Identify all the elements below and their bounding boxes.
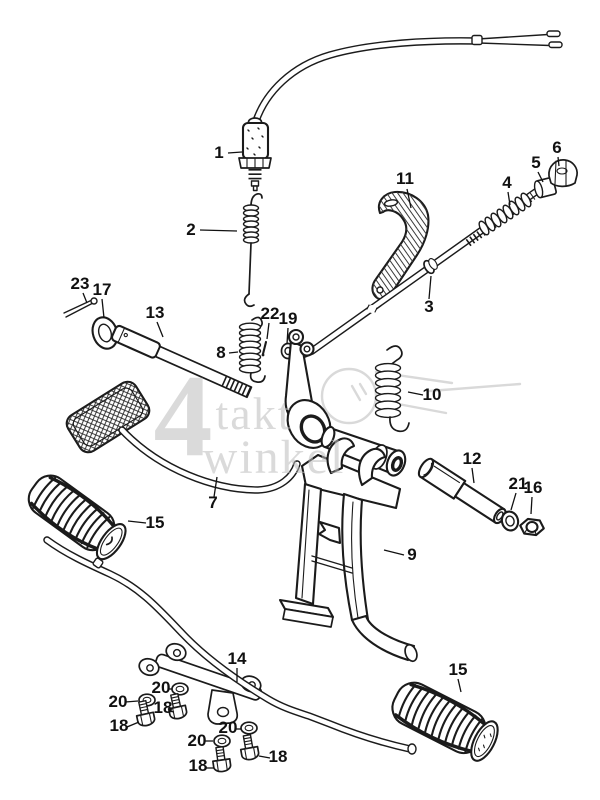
part-6-adjusting-nut bbox=[548, 159, 578, 188]
part-callout-15: 15 bbox=[146, 513, 165, 532]
part-23-cotter-pin bbox=[63, 297, 98, 318]
leader-line-2 bbox=[199, 229, 238, 232]
leader-line-5 bbox=[537, 171, 544, 183]
part-callout-20: 20 bbox=[219, 718, 238, 737]
leader-line-18 bbox=[258, 755, 271, 759]
part-callout-15: 15 bbox=[449, 660, 468, 679]
part-15-footrest-rubber-right bbox=[391, 681, 499, 762]
leader-line-22 bbox=[266, 322, 270, 340]
part-callout-16: 16 bbox=[524, 478, 543, 497]
part-callout-12: 12 bbox=[463, 449, 482, 468]
leader-line-23 bbox=[82, 292, 88, 304]
part-callout-20: 20 bbox=[109, 692, 128, 711]
part-callout-20: 20 bbox=[188, 731, 207, 750]
part-12-stand-collar bbox=[417, 457, 507, 525]
part-15-footrest-rubber-left bbox=[27, 474, 127, 561]
part-13-pivot-shaft bbox=[110, 324, 253, 399]
leader-line-19 bbox=[286, 327, 289, 345]
watermark-numeral: 4 bbox=[154, 350, 213, 481]
part-10-stand-spring bbox=[374, 345, 410, 433]
leader-line-12 bbox=[471, 467, 475, 484]
leader-line-4 bbox=[507, 191, 511, 206]
leader-line-18 bbox=[126, 721, 140, 728]
part-callout-18: 18 bbox=[189, 756, 208, 775]
part-17-washer bbox=[91, 316, 119, 350]
switch-wires bbox=[477, 33, 551, 47]
part-callout-20: 20 bbox=[152, 678, 171, 697]
part-2-switch-spring bbox=[242, 192, 263, 308]
part-11-stopper-arm bbox=[371, 190, 430, 301]
part-callout-21: 21 bbox=[509, 474, 528, 493]
part-1-stoplight-switch bbox=[238, 30, 563, 192]
leader-line-11 bbox=[406, 188, 412, 209]
part-7-pedal-boss bbox=[284, 328, 332, 449]
part-7-brake-pedal bbox=[65, 380, 301, 494]
part-callout-18: 18 bbox=[154, 698, 173, 717]
part-callout-5: 5 bbox=[531, 153, 540, 172]
leader-line-3 bbox=[428, 275, 432, 300]
leader-line-9 bbox=[383, 549, 405, 556]
part-callout-6: 6 bbox=[552, 138, 561, 157]
leader-line-21 bbox=[510, 492, 517, 511]
part-callout-3: 3 bbox=[424, 297, 433, 316]
part-callout-10: 10 bbox=[423, 385, 442, 404]
leader-line-6 bbox=[557, 156, 560, 167]
part-callout-2: 2 bbox=[186, 220, 195, 239]
leader-line-10 bbox=[407, 391, 424, 396]
part-callout-23: 23 bbox=[71, 274, 90, 293]
part-callout-18: 18 bbox=[269, 747, 288, 766]
part-callout-19: 19 bbox=[279, 309, 298, 328]
watermark-word-takt: takt bbox=[216, 388, 293, 439]
leader-line-15 bbox=[127, 520, 147, 524]
part-8-pedal-spring bbox=[238, 316, 266, 383]
part-22-pin bbox=[261, 340, 268, 357]
part-16-nut bbox=[519, 517, 545, 537]
part-callout-9: 9 bbox=[407, 545, 416, 564]
leader-line-18 bbox=[168, 710, 175, 713]
leader-line-15 bbox=[457, 678, 462, 693]
part-9-main-stand bbox=[278, 425, 418, 663]
part-4-rod-spring bbox=[478, 192, 532, 236]
part-callout-11: 11 bbox=[396, 169, 414, 188]
part-callout-22: 22 bbox=[261, 304, 280, 323]
part-21-spring-washer bbox=[500, 510, 520, 532]
part-callout-1: 1 bbox=[214, 143, 223, 162]
part-callouts-layer: 1234567891011121314151516171818181819202… bbox=[71, 138, 562, 775]
leader-line-7 bbox=[213, 476, 218, 498]
watermark-word-winkel: winkel bbox=[203, 431, 346, 484]
leader-line-1 bbox=[227, 151, 243, 154]
part-callout-7: 7 bbox=[208, 493, 217, 512]
ghost-frame-outline bbox=[320, 367, 522, 425]
part-callout-14: 14 bbox=[228, 649, 247, 668]
leader-line-20 bbox=[124, 700, 139, 703]
part-callout-4: 4 bbox=[502, 173, 512, 192]
leader-line-16 bbox=[530, 496, 533, 515]
leader-line-17 bbox=[101, 298, 105, 319]
watermark: 4 takt winkel bbox=[154, 350, 346, 484]
leader-line-13 bbox=[156, 321, 164, 338]
part-callout-13: 13 bbox=[146, 303, 165, 322]
part-callout-18: 18 bbox=[110, 716, 129, 735]
part-callout-8: 8 bbox=[216, 343, 225, 362]
part-14-footrest-bar bbox=[43, 536, 417, 755]
part-callout-17: 17 bbox=[93, 280, 112, 299]
leader-line-8 bbox=[228, 351, 239, 354]
